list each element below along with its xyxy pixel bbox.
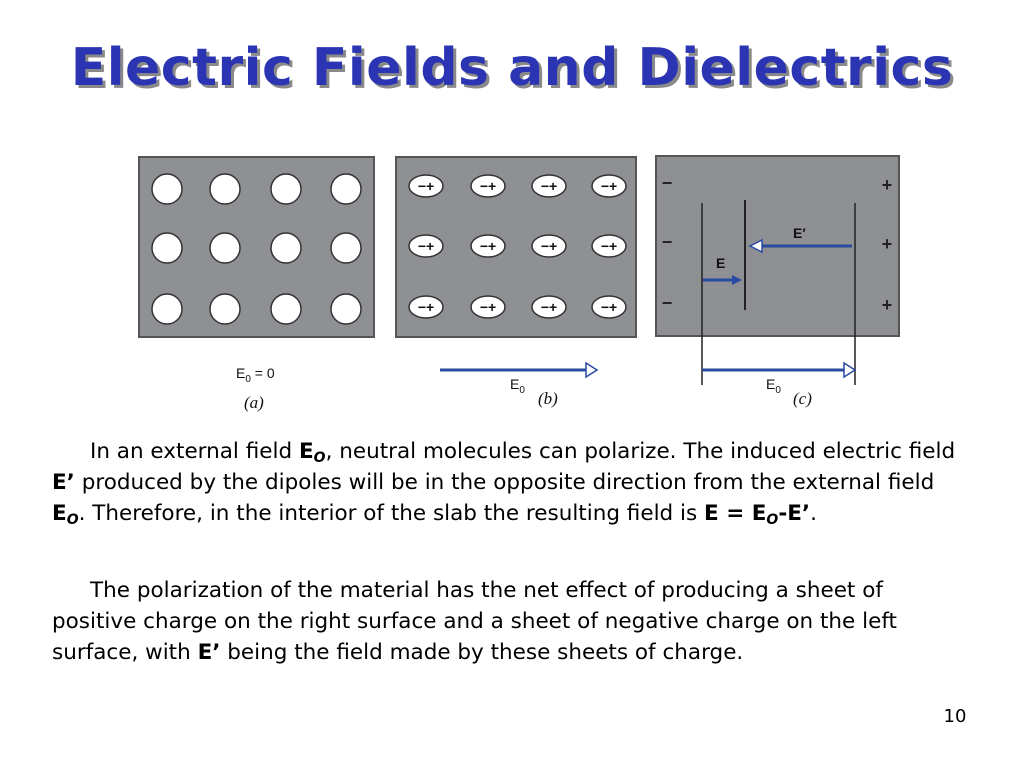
dipole xyxy=(470,234,506,258)
molecule xyxy=(151,293,183,325)
molecule xyxy=(209,293,241,325)
dipole-charges: −+ xyxy=(601,178,617,194)
net-field-equation: E = EO-E’ xyxy=(704,501,811,528)
positive-charge: + xyxy=(882,295,893,315)
paragraph-polarization: In an external field EO, neutral molecul… xyxy=(52,436,962,529)
dipole xyxy=(408,234,444,258)
panel-b-field-label: E0 xyxy=(510,376,525,396)
e0-symbol: EO xyxy=(298,439,326,466)
e-prime-symbol: E’ xyxy=(197,640,221,665)
panel-b-dipoles: −+ −+ −+ −+ −+ −+ −+ −+ −+ −+ −+ −+ xyxy=(408,174,627,319)
dipole-charges: −+ xyxy=(480,238,496,254)
panel-b: −+ −+ −+ −+ −+ −+ −+ −+ −+ −+ −+ −+ E0 (b) xyxy=(395,156,637,408)
dipole xyxy=(470,295,506,319)
negative-charge: − xyxy=(662,293,673,313)
dipole xyxy=(531,295,567,319)
para1-text-1: In an external field xyxy=(90,439,299,464)
panel-c-e0-arrowhead xyxy=(843,361,857,379)
panel-c: − + − + − + E′ E E0 (c) xyxy=(655,155,900,408)
negative-charge: − xyxy=(662,173,673,193)
positive-charge: + xyxy=(882,175,893,195)
dipole xyxy=(408,174,444,198)
panel-a-caption: (a) xyxy=(244,393,264,412)
molecule xyxy=(270,232,302,264)
panel-a: E0 = 0 (a) xyxy=(138,156,375,412)
dipole-charges: −+ xyxy=(601,299,617,315)
molecule xyxy=(151,232,183,264)
slide-title: Electric Fields and Dielectrics xyxy=(70,38,954,98)
para1-text-5: . xyxy=(810,501,817,526)
page-number: 10 xyxy=(943,706,967,727)
panel-c-net-arrowhead xyxy=(732,275,742,285)
panel-c-caption: (c) xyxy=(793,389,812,408)
dipole xyxy=(591,234,627,258)
panel-c-net-label: E xyxy=(716,255,725,271)
e-prime-symbol: E’ xyxy=(52,470,75,495)
molecule xyxy=(330,173,362,205)
dipole-charges: −+ xyxy=(480,178,496,194)
e0-symbol: EO xyxy=(52,501,79,528)
para2-text-2: being the field made by these sheets of … xyxy=(220,640,744,665)
dipole xyxy=(470,174,506,198)
para2-text-1: The polarization of the material has the… xyxy=(52,578,897,665)
molecule xyxy=(330,293,362,325)
paragraph-surface-charge: The polarization of the material has the… xyxy=(52,575,962,668)
panel-b-arrowhead xyxy=(585,361,599,379)
dipole xyxy=(531,174,567,198)
dipole-charges: −+ xyxy=(541,238,557,254)
panel-c-induced-label: E′ xyxy=(793,225,806,241)
dipole-charges: −+ xyxy=(418,299,434,315)
dipole-charges: −+ xyxy=(601,238,617,254)
molecule xyxy=(151,173,183,205)
dipole-charges: −+ xyxy=(480,299,496,315)
para1-text-2: , neutral molecules can polarize. The in… xyxy=(325,439,956,464)
panel-b-caption: (b) xyxy=(538,389,558,408)
dipole-charges: −+ xyxy=(418,178,434,194)
para1-text-4: . Therefore, in the interior of the slab… xyxy=(78,501,705,526)
molecule xyxy=(330,232,362,264)
molecule xyxy=(209,232,241,264)
panel-c-induced-arrowhead xyxy=(748,238,763,254)
molecule xyxy=(270,293,302,325)
dipole xyxy=(531,234,567,258)
molecule xyxy=(270,173,302,205)
panel-a-field-label: E0 = 0 xyxy=(236,365,275,385)
dipole-charges: −+ xyxy=(418,238,434,254)
molecule xyxy=(209,173,241,205)
para1-text-3: produced by the dipoles will be in the o… xyxy=(74,470,935,495)
dipole xyxy=(591,295,627,319)
dipole xyxy=(408,295,444,319)
panel-a-molecules xyxy=(151,173,362,325)
positive-charge: + xyxy=(882,234,893,254)
panel-c-surface-charges: − + − + − + xyxy=(662,173,893,315)
dipole-charges: −+ xyxy=(541,299,557,315)
negative-charge: − xyxy=(662,232,673,252)
dipole xyxy=(591,174,627,198)
dipole-charges: −+ xyxy=(541,178,557,194)
panel-c-field-label: E0 xyxy=(766,376,781,396)
